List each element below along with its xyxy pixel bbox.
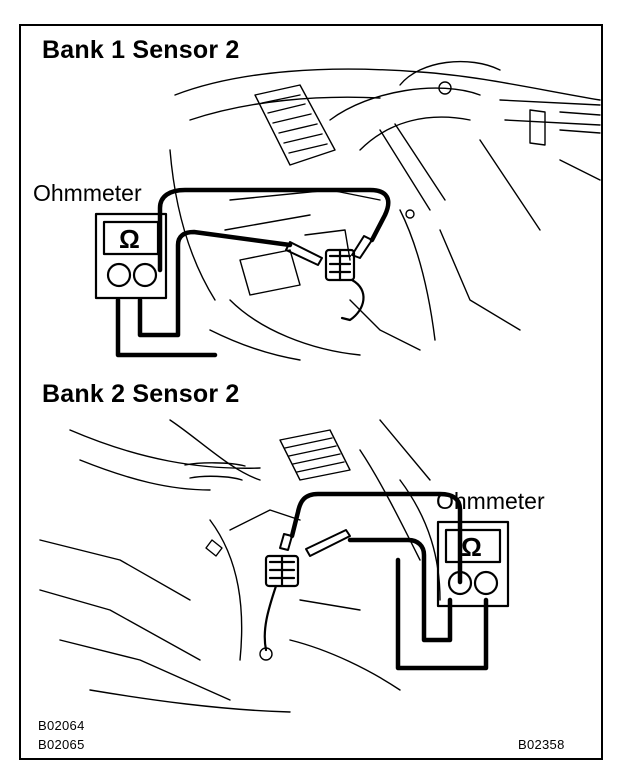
sensor-connector-top (324, 248, 365, 322)
probes-top (285, 235, 373, 266)
figure-frame (19, 24, 603, 760)
ohmmeter-device-top (94, 212, 168, 300)
ohmmeter-device-bottom (436, 520, 510, 608)
omega-symbol-bottom: Ω (461, 532, 482, 562)
omega-symbol-top: Ω (119, 224, 140, 254)
meter-label-bottom: Ohmmeter (436, 488, 545, 514)
sensor-connector-bottom (263, 554, 300, 652)
meter-label-top: Ohmmeter (33, 180, 142, 206)
meter-leads-top (115, 187, 391, 358)
section-title-bank1: Bank 1 Sensor 2 (42, 36, 240, 64)
figure-code-1: B02064 (38, 718, 85, 733)
car-interior-sketch-top (169, 60, 601, 361)
probes-bottom (279, 529, 351, 557)
figure-code-2: B02065 (38, 737, 85, 752)
meter-leads-bottom (289, 491, 489, 671)
section-title-bank2: Bank 2 Sensor 2 (42, 380, 240, 408)
figure-code-3: B02358 (518, 737, 565, 752)
car-interior-sketch-bottom (39, 419, 441, 713)
